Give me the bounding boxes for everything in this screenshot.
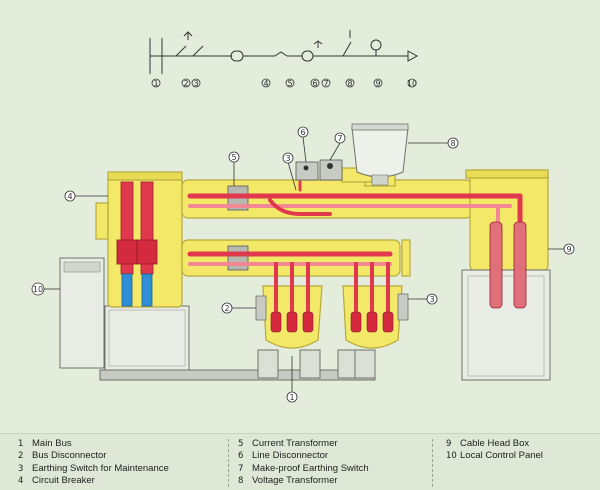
- legend-item: 8 Voltage Transformer: [238, 475, 369, 487]
- legend-number: 1: [18, 439, 24, 449]
- legend-text: Main Bus: [32, 438, 72, 449]
- legend-text: Earthing Switch for Maintenance: [32, 462, 169, 474]
- legend-number: 6: [238, 451, 244, 462]
- legend-number: 10: [446, 451, 457, 462]
- schematic-callout-8: 8: [347, 79, 352, 88]
- voltage-transformer: [351, 123, 409, 186]
- callout-bus-disconnector: 2: [224, 304, 229, 313]
- gis-cross-section-diagram: 1 2 3 4 5 6 7 8 9 10: [31, 30, 575, 403]
- base-frame: [99, 349, 376, 381]
- legend-text: Voltage Transformer: [252, 475, 338, 487]
- component-callout-labels: 1 2 3 3 4 5 6 7 8 9 10: [33, 128, 572, 402]
- breaker-base-cabinet: [104, 305, 190, 371]
- schematic-callout-5: 5: [287, 79, 292, 88]
- schematic-callout-3: 3: [193, 79, 198, 88]
- legend-number: 9: [446, 439, 452, 449]
- current-transformers: [227, 185, 249, 271]
- schematic-callout-2: 2: [183, 79, 188, 88]
- callout-make-proof-earthing-switch: 7: [337, 134, 342, 143]
- cable-head-box: [461, 221, 551, 381]
- callout-circuit-breaker: 4: [67, 192, 72, 201]
- callout-line-disconnector: 6: [300, 128, 305, 137]
- schematic-callout-9: 9: [375, 79, 380, 88]
- legend-number: 5: [238, 439, 244, 449]
- callout-earthing-switch-a: 3: [285, 154, 290, 163]
- schematic-callout-1: 1: [153, 79, 158, 88]
- legend-text: Local Control Panel: [460, 450, 543, 462]
- legend-text: Make-proof Earthing Switch: [252, 462, 369, 474]
- schematic-callout-10: 10: [407, 79, 417, 88]
- legend: 1 Main Bus 2 Bus Disconnector 3 Earthing Sw…: [0, 433, 600, 490]
- legend-number: 7: [238, 463, 244, 474]
- legend-text: Cable Head Box: [460, 438, 530, 449]
- legend-text: Current Transformer: [252, 438, 338, 449]
- legend-item: 9 Cable Head Box: [446, 438, 543, 450]
- single-line-schematic: [149, 30, 419, 74]
- legend-item: 1 Main Bus: [18, 438, 169, 450]
- circuit-breaker-poles: [116, 181, 158, 307]
- callout-earthing-switch-b: 3: [429, 295, 434, 304]
- schematic-callout-4: 4: [263, 79, 268, 88]
- legend-text: Line Disconnector: [252, 450, 329, 462]
- legend-item: 6 Line Disconnector: [238, 450, 369, 462]
- legend-number: 4: [18, 476, 24, 487]
- legend-item: 2 Bus Disconnector: [18, 450, 169, 462]
- callout-main-bus: 1: [289, 393, 294, 402]
- line-disconnector-mechanism: [295, 159, 343, 181]
- component-callouts: [31, 126, 575, 403]
- legend-item: 7 Make-proof Earthing Switch: [238, 463, 369, 475]
- main-bus-bars: [270, 311, 394, 333]
- legend-text: Bus Disconnector: [32, 450, 107, 462]
- callout-current-transformer: 5: [231, 153, 236, 162]
- legend-item: 5 Current Transformer: [238, 438, 369, 450]
- legend-text: Circuit Breaker: [32, 475, 95, 487]
- legend-number: 3: [18, 463, 24, 474]
- callout-cable-head-box: 9: [566, 245, 571, 254]
- schematic-callout-7: 7: [323, 79, 328, 88]
- legend-number: 8: [238, 476, 244, 487]
- legend-divider: [432, 439, 433, 487]
- legend-column-1: 1 Main Bus 2 Bus Disconnector 3 Earthing Sw…: [18, 438, 169, 488]
- legend-item: 3 Earthing Switch for Maintenance: [18, 463, 169, 475]
- callout-voltage-transformer: 8: [450, 139, 455, 148]
- legend-divider: [228, 439, 229, 487]
- callout-local-control-panel: 10: [33, 285, 43, 294]
- callout-leaders: [44, 136, 565, 392]
- legend-number: 2: [18, 451, 24, 462]
- schematic-callout-6: 6: [312, 79, 317, 88]
- main-conductors: [187, 180, 523, 266]
- legend-item: 4 Circuit Breaker: [18, 475, 169, 487]
- local-control-panel: [59, 257, 105, 369]
- schematic-callouts: 1 2 3 4 5 6 7 8 9 10: [151, 78, 417, 88]
